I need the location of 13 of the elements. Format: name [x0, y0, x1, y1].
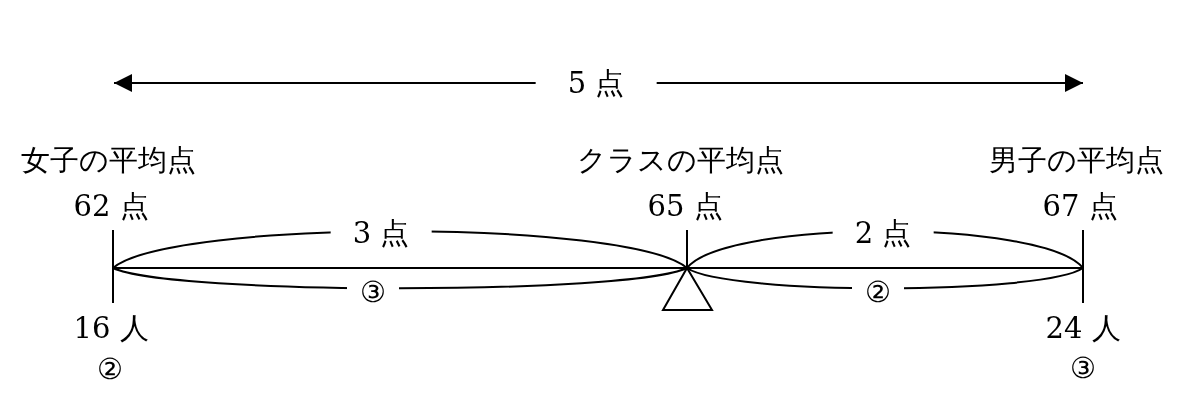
dimension-label: 5 点 — [535, 68, 657, 98]
ratio-label: ② — [97, 354, 123, 384]
count-label: 16 人 — [73, 313, 149, 343]
difference-label: 2 点 — [832, 218, 934, 248]
count-label: 24 人 — [1045, 313, 1121, 343]
average-label: 男子の平均点 — [988, 145, 1164, 175]
score-label: 62 点 — [73, 191, 149, 221]
score-label: 65 点 — [647, 191, 723, 221]
ratio-label: ③ — [1070, 353, 1096, 383]
average-label: 女子の平均点 — [20, 145, 196, 175]
difference-label: 3 点 — [330, 218, 432, 248]
score-label: 67 点 — [1042, 191, 1118, 221]
average-label: クラスの平均点 — [576, 145, 784, 175]
